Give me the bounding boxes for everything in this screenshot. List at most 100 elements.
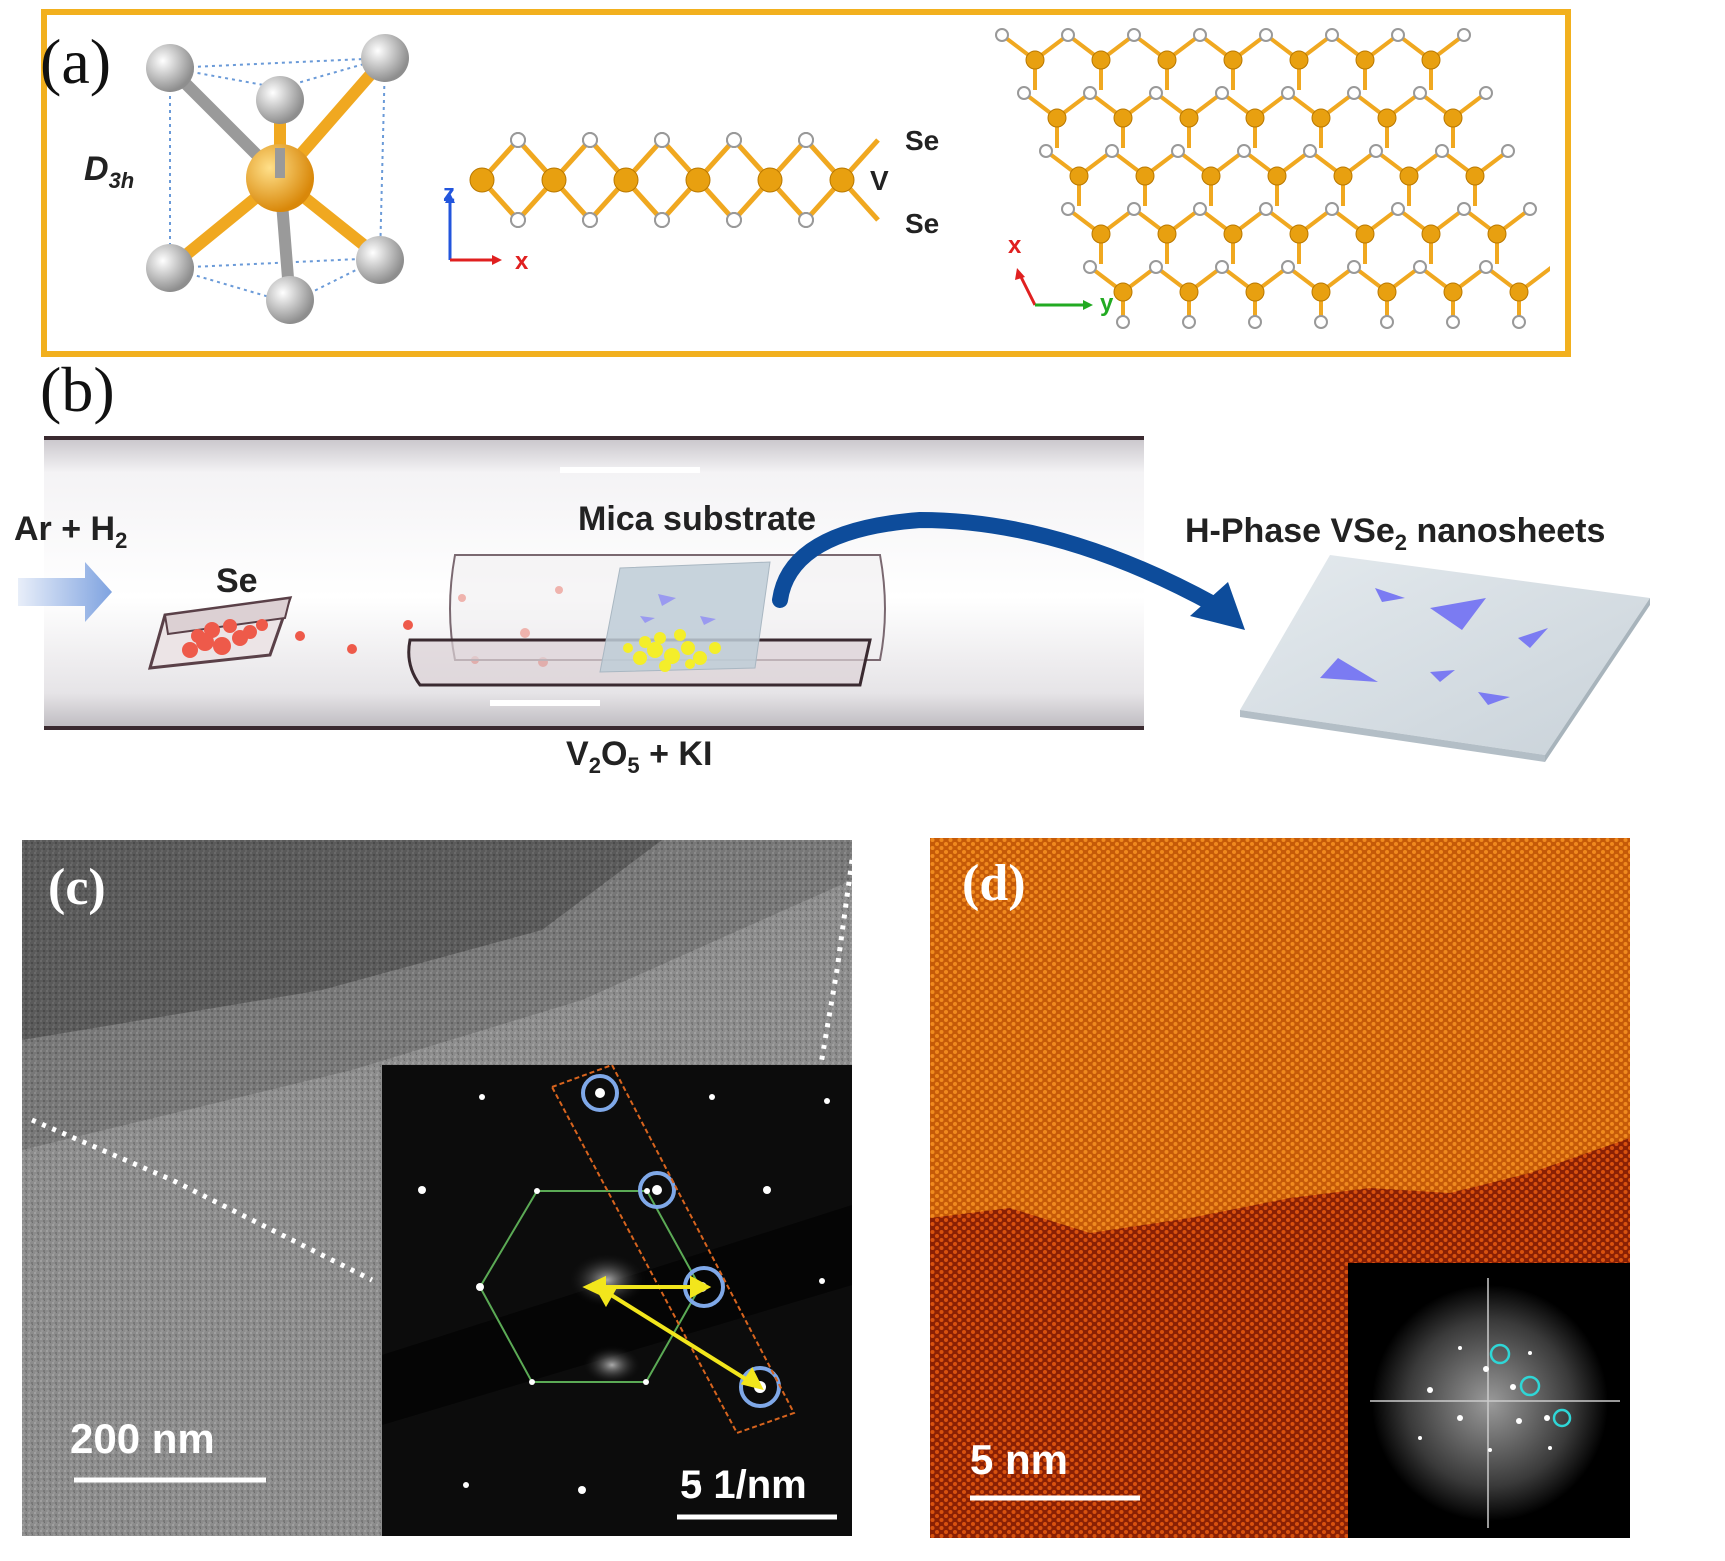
- se-atom: [726, 132, 742, 148]
- se-atom: [1281, 260, 1295, 274]
- transfer-arrow: [772, 511, 1223, 613]
- se-atom: [146, 44, 194, 92]
- se-atom: [798, 132, 814, 148]
- axis-label-z: z: [443, 180, 455, 207]
- v-atom: [1069, 166, 1089, 186]
- v-atom: [1289, 50, 1309, 70]
- saed-spot-circle: [638, 1171, 676, 1209]
- axis-label-top-y: y: [1100, 290, 1114, 317]
- se-atom: [1061, 28, 1075, 42]
- side-label-v: V: [870, 165, 889, 196]
- se-atom: [266, 276, 314, 324]
- se-atom: [1083, 86, 1097, 100]
- se-atom: [1281, 86, 1295, 100]
- side-view-structure: [469, 132, 880, 228]
- panel-d-label: (d): [962, 855, 1026, 912]
- selection-box: [550, 1065, 796, 1435]
- se-atom: [256, 76, 304, 124]
- se-atom: [654, 212, 670, 228]
- se-atom: [1017, 86, 1031, 100]
- v-atom: [1289, 224, 1309, 244]
- se-atom: [1435, 144, 1449, 158]
- v-atom: [1179, 282, 1199, 302]
- se-atom: [1149, 86, 1163, 100]
- v-atom: [1355, 50, 1375, 70]
- se-atom: [1237, 144, 1251, 158]
- v-atom: [829, 167, 855, 193]
- se-atom: [1347, 260, 1361, 274]
- panel-d-stem-image: (d) 5 nm: [930, 838, 1630, 1538]
- se-atom: [995, 28, 1009, 42]
- se-atom: [146, 244, 194, 292]
- v-atom: [1267, 166, 1287, 186]
- v-atom: [1421, 224, 1441, 244]
- se-atom: [1149, 260, 1163, 274]
- se-atom: [1215, 260, 1229, 274]
- se-atom: [1380, 315, 1394, 329]
- se-atom: [1127, 28, 1141, 42]
- se-atom: [356, 236, 404, 284]
- v-atom: [1443, 108, 1463, 128]
- flake-edge-right: [817, 859, 852, 1071]
- se-atom: [1391, 202, 1405, 216]
- se-atom: [1215, 86, 1229, 100]
- product-label: H-Phase VSe2 nanosheets: [1185, 512, 1606, 555]
- se-atom: [510, 132, 526, 148]
- se-atom: [1303, 144, 1317, 158]
- v-atom: [1311, 282, 1331, 302]
- v-atom: [1443, 282, 1463, 302]
- v-atom: [1377, 282, 1397, 302]
- se-atom: [1127, 202, 1141, 216]
- se-atom: [1061, 202, 1075, 216]
- v-atom: [1047, 108, 1067, 128]
- se-atom: [1325, 28, 1339, 42]
- se-atom: [510, 212, 526, 228]
- fft-spot-circle: [1489, 1343, 1511, 1365]
- panel-b-label: (b): [40, 354, 115, 425]
- fft-spot-circle: [1519, 1375, 1541, 1397]
- v-atom: [685, 167, 711, 193]
- se-atom: [1193, 202, 1207, 216]
- v-atom: [1223, 50, 1243, 70]
- v-atom: [1135, 166, 1155, 186]
- panel-a: [40, 8, 1572, 358]
- se-atom: [1182, 315, 1196, 329]
- se-atom: [1457, 28, 1471, 42]
- se-atom: [726, 212, 742, 228]
- v-atom: [1157, 50, 1177, 70]
- v-atom: [1025, 50, 1045, 70]
- se-atom: [1446, 315, 1460, 329]
- fft-inset: [1348, 1263, 1630, 1538]
- se-atom: [1479, 260, 1493, 274]
- se-atom: [1248, 315, 1262, 329]
- se-atom: [1523, 202, 1537, 216]
- side-view-axes: [445, 193, 502, 265]
- panel-a-frame: [41, 9, 1571, 357]
- se-atom: [1512, 315, 1526, 329]
- se-atom: [1193, 28, 1207, 42]
- se-atom: [1083, 260, 1097, 274]
- panel-c-label: (c): [48, 859, 106, 916]
- v-atom: [1091, 224, 1111, 244]
- saed-spot-circle: [581, 1074, 619, 1112]
- scale-label-c: 200 nm: [70, 1415, 215, 1462]
- side-label-se-bottom: Se: [905, 208, 940, 239]
- v-atom: [1223, 224, 1243, 244]
- v-atom: [1091, 50, 1111, 70]
- fft-spot-circle: [1552, 1408, 1572, 1428]
- se-atom: [654, 132, 670, 148]
- se-atom: [1314, 315, 1328, 329]
- v-atom: [757, 167, 783, 193]
- panel-a-label: (a): [40, 26, 112, 97]
- top-view-structure: [995, 28, 1550, 329]
- se-atom: [361, 34, 409, 82]
- se-atom: [1391, 28, 1405, 42]
- v-atom: [1245, 108, 1265, 128]
- saed-inset: 5 1/nm: [382, 1065, 852, 1536]
- axis-label-x: x: [515, 248, 529, 275]
- se-atom: [582, 212, 598, 228]
- v-atom: [541, 167, 567, 193]
- v-atom: [469, 167, 495, 193]
- saed-spot-circle: [739, 1366, 781, 1408]
- se-atom: [1325, 202, 1339, 216]
